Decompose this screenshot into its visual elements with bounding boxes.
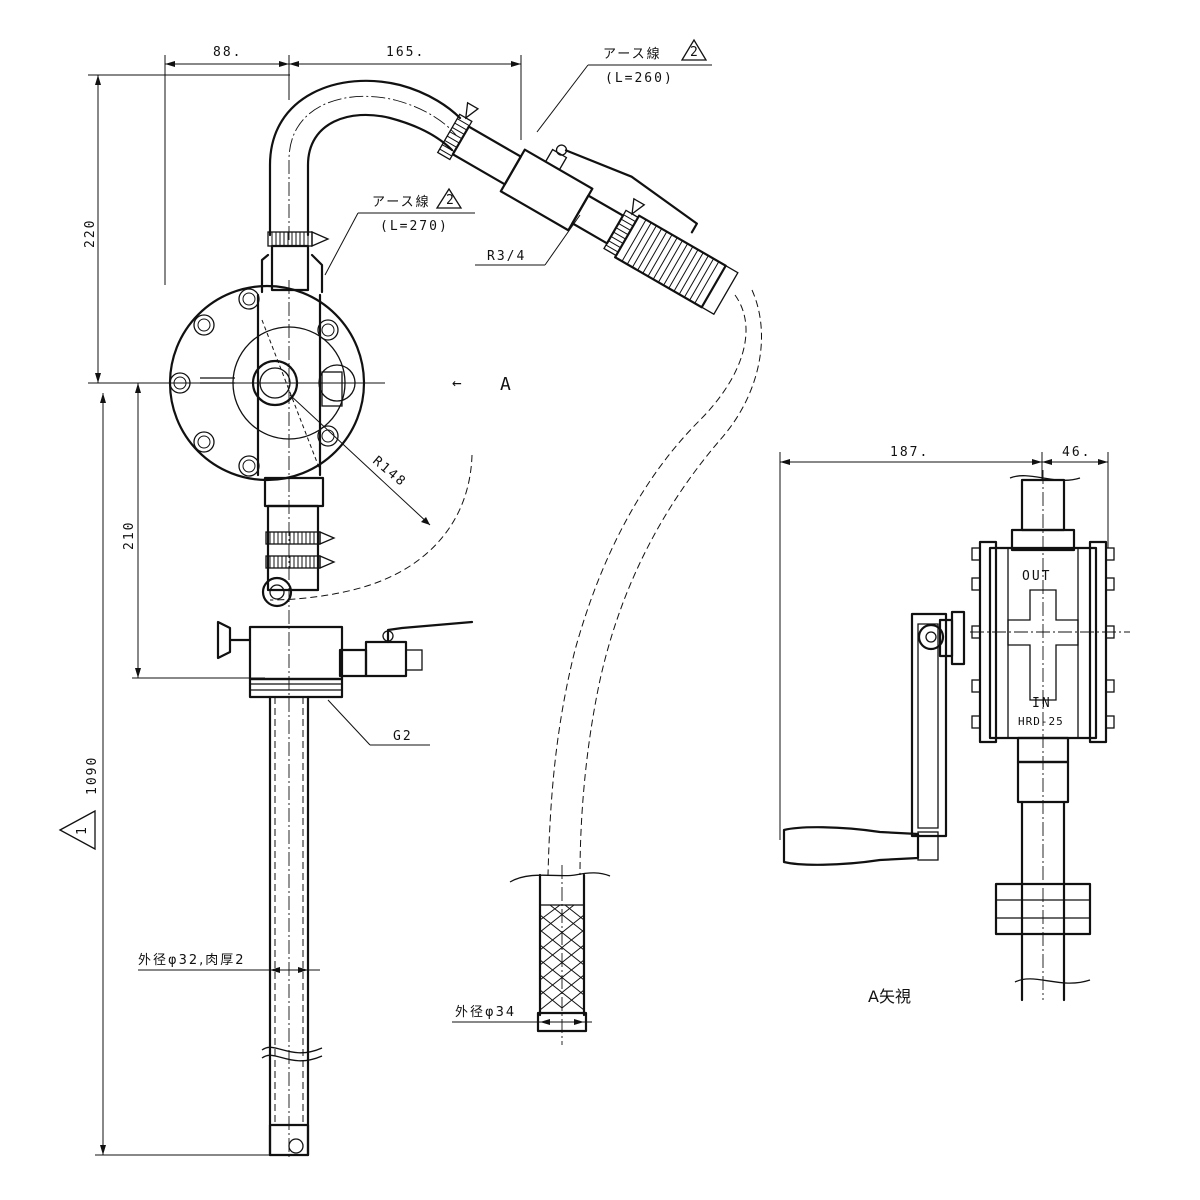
rev-2a-label: 2: [690, 45, 700, 60]
view-a-title: A矢視: [868, 987, 911, 1006]
hose-strainer-end: [509, 865, 611, 1045]
dim-220-label: 220: [83, 219, 98, 248]
dim-210-label: 210: [122, 521, 137, 550]
dim-46-label: 46.: [1062, 445, 1091, 460]
tube-spec-label: 外径φ32,肉厚2: [138, 953, 246, 968]
radius-r148: [269, 394, 473, 601]
pump-upper-neck: [260, 244, 324, 294]
dim-187-label: 187.: [890, 445, 929, 460]
view-a-out-label: OUT: [1022, 569, 1051, 584]
view-a-bolts: [971, 547, 1115, 729]
discharge-gooseneck-pipe: [268, 79, 462, 240]
rev-1-label: 1: [75, 825, 90, 835]
leader-tube-spec: [138, 967, 320, 973]
view-a-in-label: IN: [1032, 696, 1052, 711]
view-a-pump-body: [970, 470, 1130, 1002]
leader-hose-spec: [452, 1019, 592, 1025]
revision-mark-1: [58, 809, 96, 851]
view-arrow-label: A: [500, 374, 511, 395]
flange-bolts: [169, 288, 339, 477]
view-a-model-label: HRD-25: [1018, 715, 1064, 728]
r148-label: R148: [369, 454, 409, 491]
earth-wire-2-label: アース線: [372, 194, 431, 210]
view-a-crank-handle: [782, 610, 966, 866]
housing-centerlines: [160, 280, 385, 1160]
rev-2b-label: 2: [446, 193, 456, 208]
leader-g2: [327, 699, 430, 746]
g2-label: G2: [393, 729, 413, 744]
r34-label: R3/4: [487, 249, 526, 264]
pump-lower-body: [261, 476, 336, 608]
earth-wire-1-length: (L=260): [605, 71, 674, 86]
view-arrow: ←: [452, 373, 462, 392]
dim-165-label: 165.: [386, 45, 425, 60]
suction-tube: [261, 695, 323, 1157]
hose-spec-label: 外径φ34: [455, 1005, 516, 1020]
bung-adapter: [216, 620, 474, 699]
dimension-view-a-top: [779, 452, 1109, 840]
earth-wire-1-label: アース線: [603, 46, 662, 62]
dim-1090-label: 1090: [85, 756, 100, 795]
hose-clamp-upper-left: [267, 231, 330, 247]
leader-earth-wire-1: [536, 38, 712, 133]
outlet-valve-assembly: [436, 101, 739, 316]
flexible-hose-path: [547, 289, 762, 876]
dimension-left-vertical: [88, 74, 380, 1156]
leader-earth-wire-2: [324, 187, 475, 276]
dimension-top-88-165: [164, 55, 522, 285]
dim-88-label: 88.: [213, 45, 242, 60]
earth-wire-2-length: (L=270): [380, 219, 449, 234]
leader-r34: [475, 214, 581, 266]
